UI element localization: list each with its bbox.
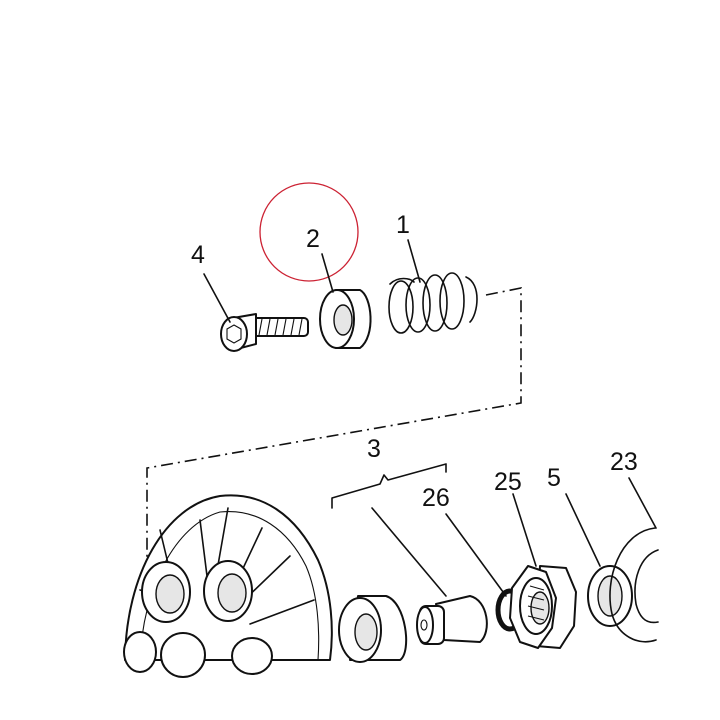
highlight-circle: [259, 182, 359, 282]
part-3-sleeve[interactable]: [338, 595, 408, 663]
part-2-washer[interactable]: [319, 289, 372, 349]
callout-23: 23: [610, 448, 638, 476]
leader-line-2: [321, 253, 334, 293]
callout-25: 25: [494, 468, 522, 496]
part-23-ring[interactable]: [609, 527, 659, 643]
callout-1: 1: [396, 211, 410, 239]
group-3-bracket: [331, 463, 447, 509]
pump-housing: [123, 494, 333, 678]
leader-line-4: [203, 273, 231, 323]
callout-4: 4: [191, 241, 205, 269]
part-25-hex-nut[interactable]: [509, 565, 577, 649]
callout-3: 3: [367, 435, 381, 463]
leader-line-5: [565, 493, 601, 567]
callout-26: 26: [422, 484, 450, 512]
leader-line-1: [407, 239, 421, 283]
part-3-nozzle[interactable]: [416, 595, 488, 645]
part-1-spring[interactable]: [388, 272, 478, 334]
leader-line-23: [628, 477, 657, 529]
leader-line-26: [445, 513, 507, 597]
leader-line-3: [371, 507, 447, 597]
callout-5: 5: [547, 464, 561, 492]
callout-2: 2: [306, 225, 320, 253]
part-4-cap-screw[interactable]: [220, 313, 309, 352]
leader-line-25: [512, 493, 537, 567]
assembly-centerline: [146, 287, 522, 560]
